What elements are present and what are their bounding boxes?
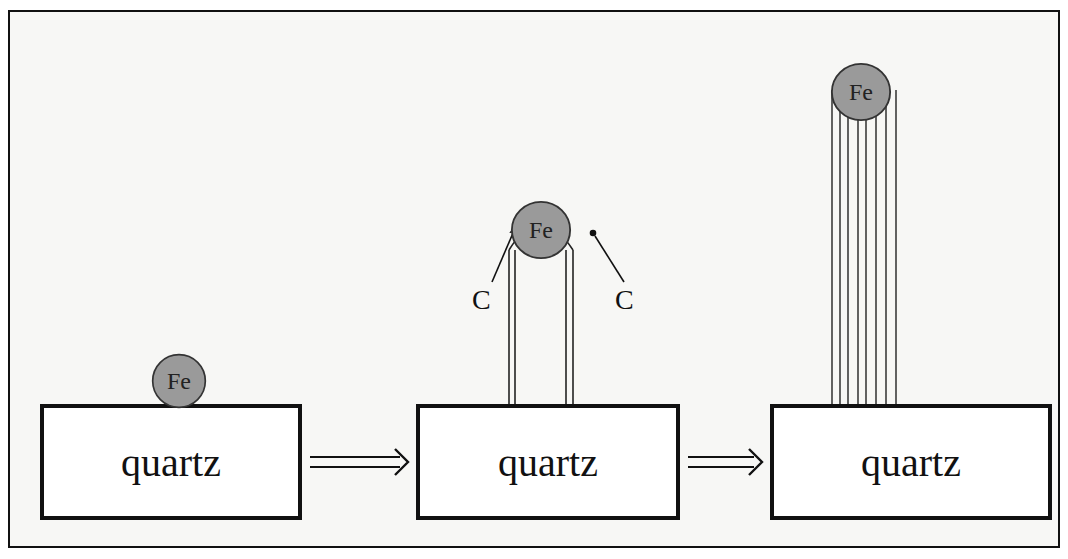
substrate-box: quartz <box>770 404 1052 520</box>
catalyst-particle: Fe <box>151 353 207 409</box>
element-symbol: Fe <box>167 368 191 395</box>
substrate-box: quartz <box>416 404 680 520</box>
double-arrow <box>310 449 408 475</box>
double-arrow <box>688 449 762 475</box>
element-label: C <box>615 286 634 314</box>
substrate-label: quartz <box>121 439 221 486</box>
element-label: C <box>472 286 491 314</box>
substrate-label: quartz <box>498 439 598 486</box>
substrate-label: quartz <box>861 439 961 486</box>
element-symbol: Fe <box>849 79 873 106</box>
element-symbol: Fe <box>529 217 553 244</box>
catalyst-particle: Fe <box>510 200 572 260</box>
substrate-box: quartz <box>40 404 302 520</box>
long-nanotubes <box>832 90 896 406</box>
catalyst-particle: Fe <box>830 62 892 122</box>
